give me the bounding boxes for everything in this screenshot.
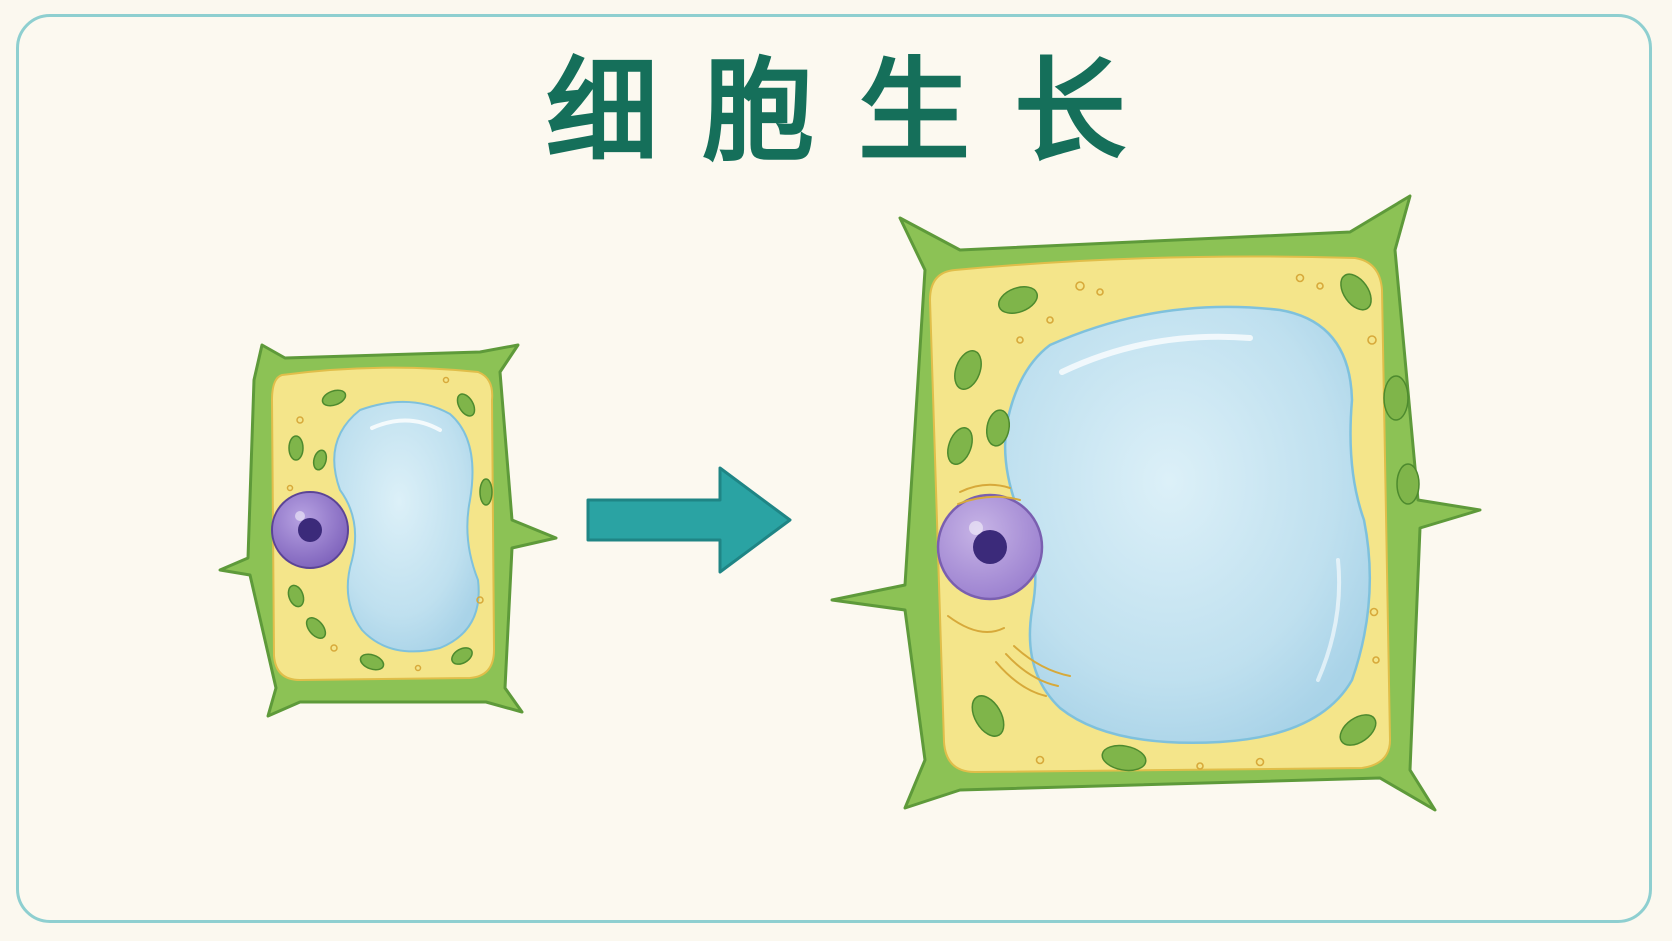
nucleus: [936, 493, 1044, 601]
chloroplasts: [947, 273, 1420, 772]
chloroplasts: [287, 389, 493, 671]
page-title: 细胞生长: [546, 47, 1170, 177]
vacuole: [333, 400, 480, 653]
nucleus: [271, 491, 349, 569]
right-arrow-icon: [586, 466, 792, 574]
plant-cell-small: [218, 343, 558, 718]
plant-cell-large: [830, 194, 1482, 812]
